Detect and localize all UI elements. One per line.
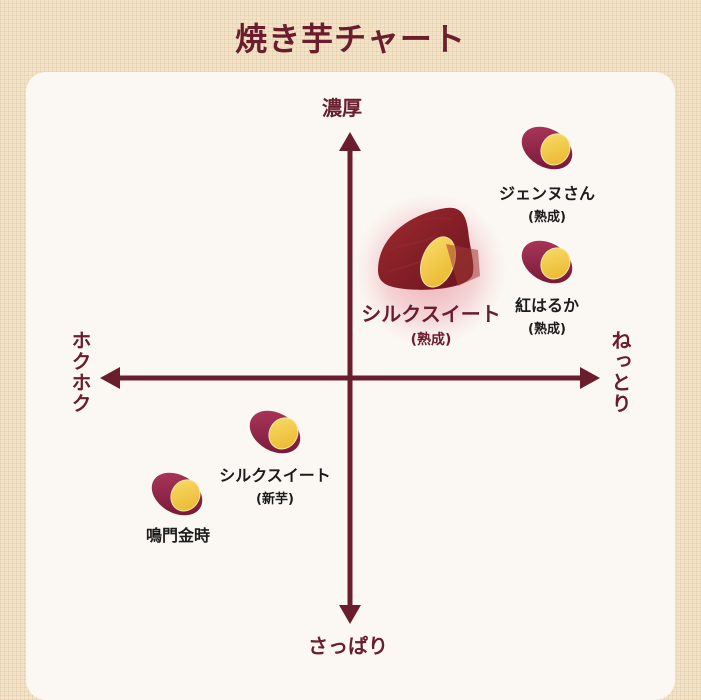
item-sub: (熟成): [528, 322, 566, 337]
axis-label-bottom: さっぱり: [308, 634, 388, 658]
sweet-potato-featured-icon: [378, 207, 480, 290]
item-sub: (新芋): [256, 492, 294, 507]
sweet-potato-icon: [249, 410, 301, 454]
chart-title: 焼き芋チャート: [235, 20, 466, 58]
axis-label-top: 濃厚: [322, 96, 362, 120]
item-label-narutokintoki: 鳴門金時: [130, 522, 226, 546]
item-name: 鳴門金時: [145, 526, 210, 545]
item-label-silksweet-new: シルクスイート (新芋): [204, 462, 346, 507]
axis-label-left: ホクホク: [68, 330, 92, 414]
item-label-beniharuka: 紅はるか (熟成): [488, 292, 606, 337]
item-name: ジェンヌさん: [498, 184, 595, 203]
item-label-silksweet-aged: シルクスイート (熟成): [350, 298, 512, 349]
item-name: シルクスイート: [361, 302, 501, 326]
sweet-potato-icon: [151, 472, 203, 516]
axis-lines: [117, 145, 585, 607]
sweet-potato-icon: [521, 126, 573, 170]
arrow-down-icon: [339, 605, 361, 624]
item-label-jennusan: ジェンヌさん (熟成): [480, 180, 614, 225]
item-sub: (熟成): [410, 332, 452, 348]
arrow-up-icon: [339, 132, 361, 151]
item-sub: (熟成): [528, 210, 566, 225]
arrow-left-icon: [100, 367, 120, 389]
item-name: 紅はるか: [514, 296, 579, 315]
item-name: シルクスイート: [219, 466, 331, 485]
sweet-potato-icon: [521, 240, 573, 284]
arrow-right-icon: [580, 367, 600, 389]
axis-arrowheads: [100, 132, 600, 624]
axis-label-right: ねっとり: [608, 330, 632, 414]
